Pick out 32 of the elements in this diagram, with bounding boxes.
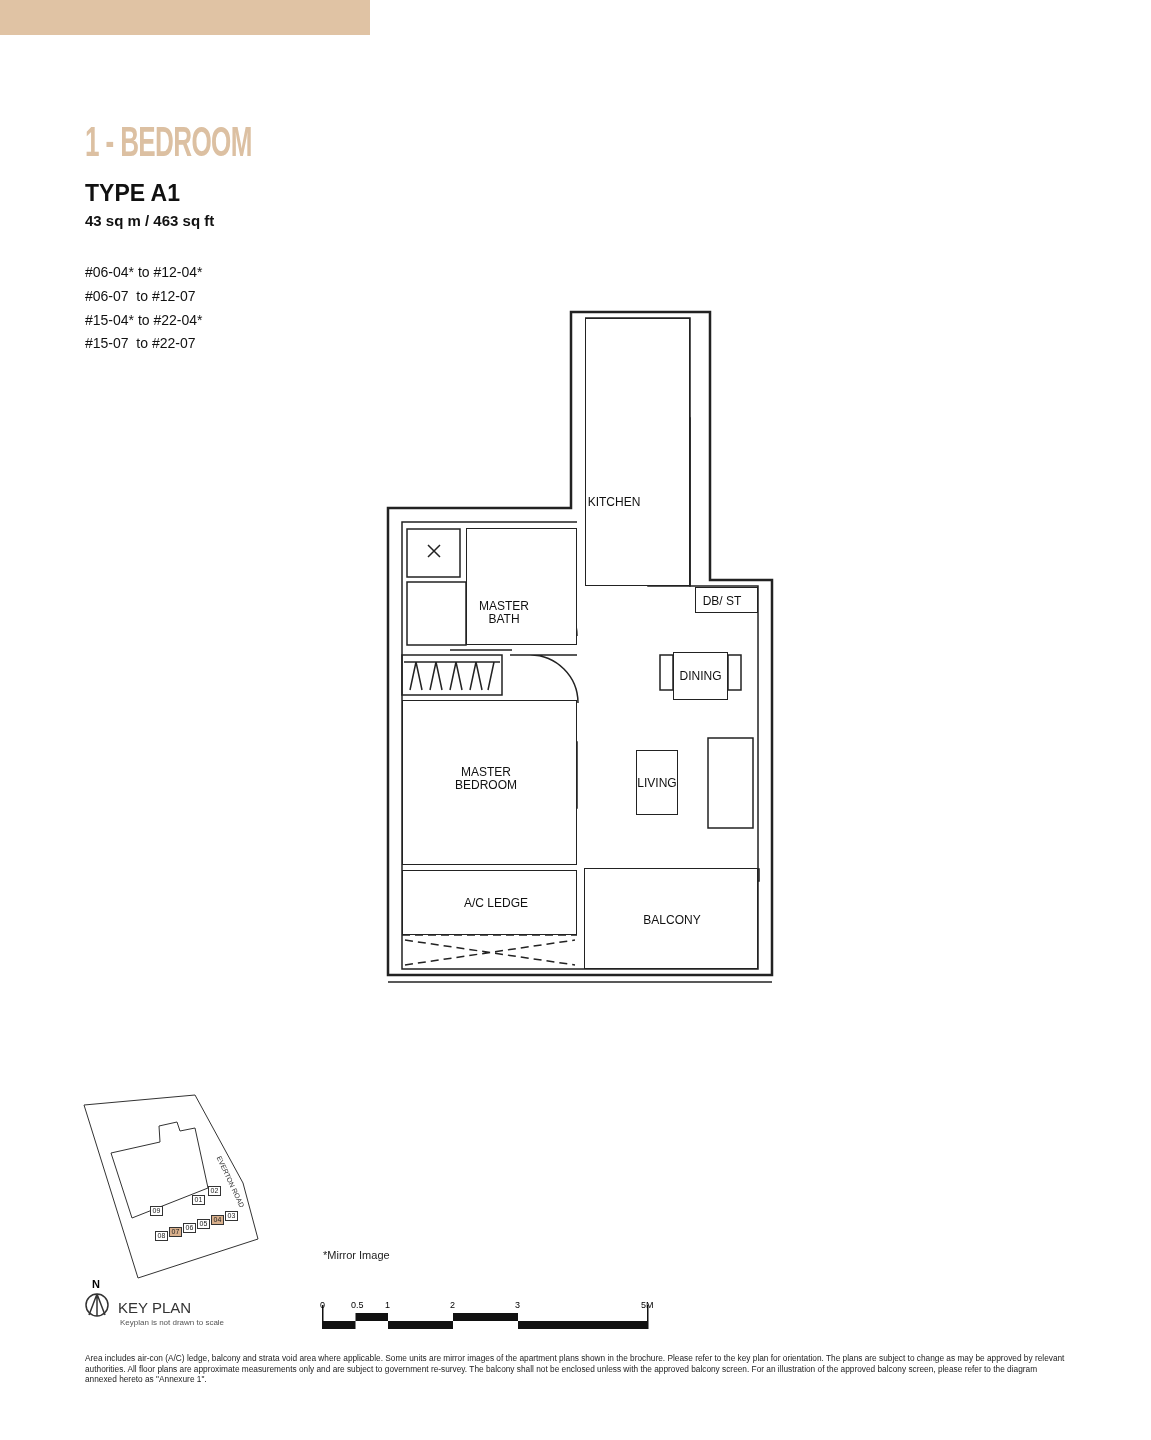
coffee-table: LIVING — [636, 750, 678, 815]
room-label: A/C LEDGE — [463, 896, 529, 910]
scale-number: 3 — [515, 1300, 520, 1310]
north-label: N — [92, 1278, 100, 1290]
note-text: *Mirror Image — [323, 1249, 390, 1261]
unit-range: #06-07 to #12-07 — [85, 288, 196, 304]
dining-table: DINING — [673, 652, 728, 700]
room-label: MASTER BATH — [478, 600, 530, 626]
page-title: 1 - BEDROOM — [85, 118, 252, 166]
scale-number: 0.5 — [351, 1300, 364, 1310]
bath-room — [466, 528, 577, 645]
scale-note: Keyplan is not drawn to scale — [120, 1318, 225, 1327]
ledge-area — [402, 870, 577, 935]
unit-range: #15-04* to #22-04* — [85, 312, 203, 328]
scale-number: 2 — [450, 1300, 455, 1310]
balcony-area — [584, 868, 758, 969]
scale-number: 5M — [641, 1300, 654, 1310]
store-room — [695, 587, 758, 613]
footnote: Area includes air-con (A/C) ledge, balcony and strata void area where applicable. Some units are mirror images of the apartment plans shown in the brochure. Please refer to the key plan for orientation. The plans are subject to change as may be approved by relevant authorities. All floor plans are approximate measurements only and are subject to government re-survey. The balcony shall not be enclosed unless with the approved balcony screen. For an illustration of the approved balcony screen, please refer to the diagram annexed hereto as "Annexure 1". — [85, 1353, 1066, 1385]
key-plan-heading: KEY PLAN — [118, 1299, 192, 1316]
room-label: KITCHEN — [586, 495, 642, 509]
kitchen-room — [585, 318, 690, 586]
area-text: 43 sq m / 463 sq ft — [85, 212, 215, 229]
unit-range: #06-04* to #12-04* — [85, 264, 203, 280]
bedroom-room — [402, 700, 577, 865]
scale-number: 1 — [385, 1300, 390, 1310]
room-label: BALCONY — [642, 913, 702, 927]
unit-range: #15-07 to #22-07 — [85, 335, 196, 351]
room-label: MASTER BEDROOM — [454, 766, 518, 792]
type-heading: TYPE A1 — [85, 180, 180, 207]
scale-number: 0 — [320, 1300, 325, 1310]
room-label: DB/ ST — [701, 594, 743, 608]
